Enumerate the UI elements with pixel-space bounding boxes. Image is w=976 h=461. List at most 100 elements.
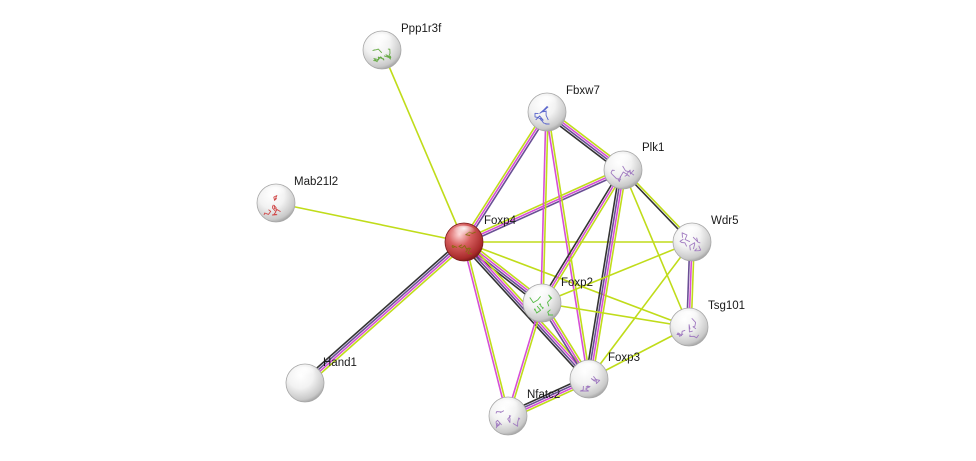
edge-strand-textmining: [541, 241, 693, 304]
edge-wdr5-foxp3[interactable]: [588, 241, 693, 380]
node-label-foxp2: Foxp2: [561, 277, 593, 289]
protein-structure-strand: [383, 48, 391, 58]
protein-structure-strand: [495, 422, 500, 429]
edge-strand-database: [541, 169, 624, 304]
node-highlight: [680, 225, 704, 240]
node-highlight: [577, 362, 601, 377]
protein-structure-strand: [273, 204, 281, 212]
edge-foxp4-mab21l2[interactable]: [275, 202, 465, 243]
node-tsg101[interactable]: Tsg101: [669, 300, 745, 347]
edge-strand-textmining: [461, 110, 546, 242]
edge-plk1-foxp2[interactable]: [539, 168, 626, 305]
edge-foxp2-nfatc2[interactable]: [506, 302, 544, 417]
protein-structure-strand: [451, 245, 458, 249]
edge-wdr5-foxp2[interactable]: [541, 241, 693, 304]
protein-structure-strand: [585, 385, 591, 388]
edge-foxp4-nfatc2[interactable]: [462, 241, 510, 417]
node-fbxw7[interactable]: Fbxw7: [527, 85, 600, 132]
node-foxp2[interactable]: Foxp2: [522, 277, 593, 323]
node-hand1[interactable]: Hand1: [285, 357, 357, 403]
node-label-fbxw7: Fbxw7: [566, 85, 600, 97]
edge-strand-database: [589, 170, 625, 380]
node-plk1[interactable]: Plk1: [603, 142, 664, 190]
edge-strand-database: [545, 112, 589, 380]
edge-strand-textmining: [275, 202, 465, 243]
edge-strand-textmining: [462, 167, 623, 241]
protein-structure-icon: [579, 376, 601, 392]
edge-foxp2-tsg101[interactable]: [541, 302, 690, 328]
protein-structure-strand: [533, 305, 542, 314]
edge-foxp4-tsg101[interactable]: [463, 241, 690, 328]
node-label-tsg101: Tsg101: [708, 300, 745, 312]
protein-structure-icon: [534, 105, 550, 125]
edge-plk1-tsg101[interactable]: [622, 169, 690, 328]
protein-structure-strand: [385, 54, 392, 60]
protein-structure-strand: [512, 417, 521, 427]
protein-structure-icon: [372, 48, 392, 63]
node-label-mab21l2: Mab21l2: [294, 176, 338, 188]
protein-structure-strand: [507, 415, 512, 423]
edge-strand-coexpression: [584, 169, 621, 379]
protein-structure-strand: [676, 332, 684, 337]
node-mab21l2[interactable]: Mab21l2: [256, 176, 338, 223]
protein-structure-strand: [372, 48, 383, 54]
edge-foxp4-fbxw7[interactable]: [461, 110, 550, 244]
protein-structure-strand: [547, 309, 554, 316]
protein-structure-strand: [689, 334, 700, 339]
node-highlight: [535, 95, 559, 110]
protein-structure-strand: [538, 303, 544, 310]
nodes-layer: Foxp4 Ppp1r3fFbxw7Plk1Mab21l2Wdr5Foxp2Tsg…: [256, 23, 745, 436]
node-foxp4[interactable]: Foxp4: [444, 215, 517, 262]
edge-strand-experiments: [303, 240, 464, 383]
edge-fbxw7-foxp2[interactable]: [540, 111, 549, 304]
edge-foxp4-ppp1r3f[interactable]: [381, 49, 465, 243]
protein-structure-strand: [594, 378, 601, 385]
node-nfatc2[interactable]: Nfatc2: [488, 389, 560, 436]
protein-structure-strand: [272, 204, 278, 212]
protein-structure-strand: [679, 238, 688, 247]
protein-structure-strand: [688, 324, 693, 333]
edge-strand-coexpression: [460, 243, 588, 382]
protein-structure-strand: [617, 176, 622, 183]
edge-strand-database: [540, 111, 547, 303]
node-label-nfatc2: Nfatc2: [527, 389, 560, 401]
edge-strand-database: [463, 111, 548, 243]
node-ppp1r3f[interactable]: Ppp1r3f: [362, 23, 442, 70]
edge-strand-experiments: [587, 169, 623, 379]
protein-structure-strand: [535, 115, 544, 121]
edge-fbxw7-foxp3[interactable]: [545, 111, 591, 380]
protein-structure-strand: [694, 245, 702, 252]
edge-strand-experiments: [465, 112, 550, 244]
edge-strand-textmining: [622, 169, 690, 328]
edge-strand-textmining: [588, 241, 693, 380]
protein-structure-strand: [271, 211, 278, 216]
node-wdr5[interactable]: Wdr5: [672, 215, 738, 262]
edge-strand-coexpression: [302, 238, 463, 382]
protein-structure-strand: [458, 244, 468, 250]
edge-strand-database: [462, 242, 508, 417]
protein-structure-strand: [585, 385, 591, 392]
protein-structure-strand: [678, 329, 686, 337]
protein-structure-strand: [610, 169, 618, 180]
node-highlight: [452, 225, 476, 240]
protein-structure-strand: [539, 117, 550, 125]
edge-strand-textmining: [306, 243, 467, 387]
edge-strand-textmining: [508, 303, 544, 417]
node-highlight: [293, 366, 317, 381]
edge-strand-coexpression: [539, 168, 622, 303]
edge-strand-database: [305, 242, 466, 385]
node-highlight: [677, 310, 701, 325]
protein-structure-strand: [626, 169, 635, 177]
edge-strand-experiments: [464, 171, 625, 245]
node-foxp3[interactable]: Foxp3: [569, 352, 640, 399]
node-label-plk1: Plk1: [642, 142, 664, 154]
node-highlight: [530, 286, 554, 301]
node-label-ppp1r3f: Ppp1r3f: [401, 23, 442, 35]
edge-strand-textmining: [464, 241, 510, 416]
edge-foxp4-hand1[interactable]: [302, 238, 467, 387]
edge-strand-textmining: [463, 241, 690, 328]
protein-structure-strand: [263, 209, 272, 216]
edge-strand-textmining: [543, 170, 626, 305]
node-highlight: [370, 33, 394, 48]
